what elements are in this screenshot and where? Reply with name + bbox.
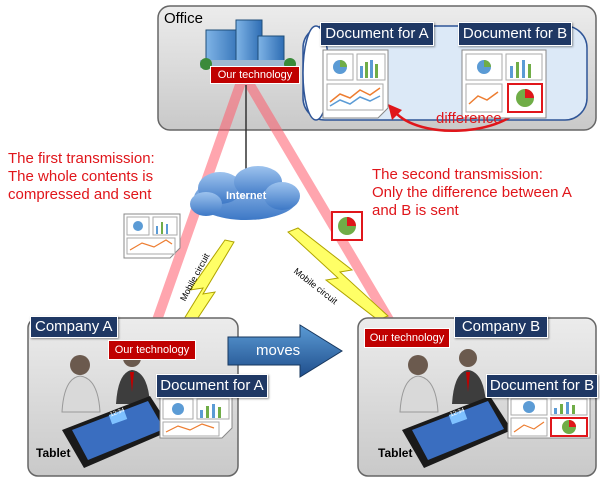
document-thumbnail-office-b xyxy=(461,49,547,119)
document-thumbnail-office-a xyxy=(322,49,389,119)
document-thumbnail-company-a xyxy=(159,395,233,439)
second-transmission-line3: and B is sent xyxy=(372,202,459,219)
second-transmission-line2: Only the difference between A xyxy=(372,184,572,201)
office-doc-a-label: Document for A xyxy=(320,22,434,46)
people-company-a xyxy=(61,349,150,413)
company-b-technology-label: Our technology xyxy=(364,328,450,348)
moves-arrow xyxy=(227,324,343,378)
lightning-bolt-right xyxy=(287,227,389,321)
internet-label: Internet xyxy=(226,190,267,202)
difference-label: difference xyxy=(436,110,502,127)
office-title: Office xyxy=(164,10,203,27)
office-building-icon xyxy=(200,19,296,70)
company-a-tablet-label: Tablet xyxy=(36,446,71,460)
first-transmission-line2: The whole contents is xyxy=(8,168,154,185)
difference-thumbnail-transit xyxy=(331,211,363,241)
first-transmission-line1: The first transmission: xyxy=(8,150,155,167)
document-thumbnail-company-b xyxy=(507,395,591,439)
company-b-title: Company B xyxy=(454,316,548,338)
document-thumbnail-transit xyxy=(123,213,181,259)
company-b-tablet-label: Tablet xyxy=(378,446,413,460)
tablet-icon-a xyxy=(62,396,172,468)
people-company-b xyxy=(399,349,486,413)
second-transmission-line1: The second transmission: xyxy=(372,166,543,183)
company-a-technology-label: Our technology xyxy=(108,340,196,360)
office-doc-b-label: Document for B xyxy=(458,22,572,46)
company-a-title: Company A xyxy=(30,316,118,338)
tablet-icon-b xyxy=(402,396,512,468)
company-b-doc-label: Document for B xyxy=(486,374,598,398)
moves-label: moves xyxy=(256,342,301,359)
office-technology-label: Our technology xyxy=(210,66,300,84)
internet-cloud xyxy=(190,166,300,220)
first-transmission-line3: compressed and sent xyxy=(8,186,152,203)
second-transmission-caption: The second transmission: Only the differ… xyxy=(372,166,572,220)
first-transmission-caption: The first transmission: The whole conten… xyxy=(8,150,155,204)
company-a-doc-label: Document for A xyxy=(156,374,268,398)
